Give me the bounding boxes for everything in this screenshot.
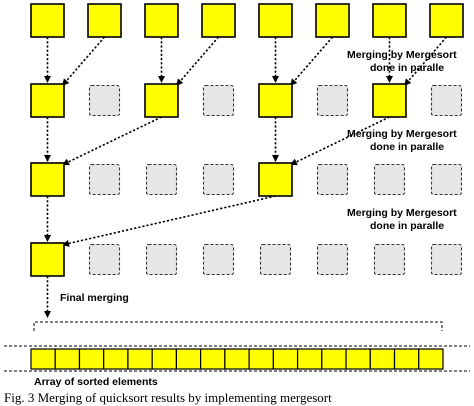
sorted-cell-2 bbox=[78, 348, 105, 370]
merge-label-2-line2: done in paralle bbox=[370, 141, 444, 153]
empty-slot-r2-c5 bbox=[316, 163, 349, 196]
active-node-r1-c0 bbox=[30, 83, 65, 118]
sorted-cell-11 bbox=[296, 348, 323, 370]
sorted-cell-9 bbox=[248, 348, 274, 370]
merge-arrow-1-line bbox=[175, 36, 220, 87]
sorted-cell-13 bbox=[345, 348, 371, 370]
active-node-r0-c2 bbox=[144, 3, 179, 38]
active-node-r0-c5 bbox=[315, 3, 350, 38]
sorted-array-bracket bbox=[33, 321, 443, 331]
vertical-arrow-r2-c0-arrowhead bbox=[44, 235, 51, 242]
sorted-cell-4 bbox=[127, 348, 153, 370]
empty-slot-r3-c7 bbox=[430, 243, 463, 276]
empty-slot-r3-c5 bbox=[316, 243, 349, 276]
sorted-cell-7 bbox=[200, 348, 226, 370]
vertical-arrow-r1-c4-arrowhead bbox=[272, 155, 279, 162]
merge-label-1-line2: done in paralle bbox=[370, 62, 444, 74]
active-node-r2-c0 bbox=[30, 162, 65, 197]
active-node-r0-c3 bbox=[201, 3, 236, 38]
merge-label-3-line1: Merging by Mergesort bbox=[347, 207, 457, 219]
merge-arrow-6-line bbox=[61, 195, 276, 246]
merge-label-1-line1: Merging by Mergesort bbox=[347, 49, 457, 61]
empty-slot-r3-c3 bbox=[202, 243, 235, 276]
sorted-cell-8 bbox=[224, 348, 250, 370]
active-node-r2-c4 bbox=[258, 162, 293, 197]
merge-arrow-2-line bbox=[289, 36, 334, 87]
sorted-cell-5 bbox=[151, 348, 178, 370]
nodes-layer bbox=[30, 3, 464, 277]
merge-label-3-line2: done in paralle bbox=[370, 220, 444, 232]
empty-slot-r1-c3 bbox=[202, 84, 235, 117]
vertical-arrow-r0-c2-arrowhead bbox=[158, 76, 165, 83]
active-node-r1-c2 bbox=[144, 83, 179, 118]
active-node-r0-c4 bbox=[258, 3, 293, 38]
merge-arrow-0-line bbox=[61, 36, 106, 87]
sorted-cell-12 bbox=[321, 348, 347, 370]
sorted-cell-14 bbox=[369, 348, 396, 370]
active-node-r1-c4 bbox=[258, 83, 293, 118]
merge-label-2-line1: Merging by Mergesort bbox=[347, 128, 457, 140]
empty-slot-r3-c1 bbox=[88, 243, 121, 276]
sorted-cell-0 bbox=[30, 348, 56, 370]
empty-slot-r1-c5 bbox=[316, 84, 349, 117]
sorted-cell-16 bbox=[418, 348, 444, 370]
merge-arrow-4-line bbox=[61, 116, 162, 166]
sorted-cell-6 bbox=[175, 348, 202, 370]
figure-caption: Fig. 3 Merging of quicksort results by i… bbox=[4, 390, 332, 405]
final-merge-arrow-arrowhead bbox=[44, 311, 51, 318]
active-node-r0-c6 bbox=[372, 3, 407, 38]
empty-slot-r1-c7 bbox=[430, 84, 463, 117]
sorted-cell-10 bbox=[272, 348, 299, 370]
sorted-cell-15 bbox=[393, 348, 420, 370]
vertical-arrow-r0-c4-arrowhead bbox=[272, 76, 279, 83]
sorted-array-label: Array of sorted elements bbox=[34, 376, 158, 388]
merge-arrow-5-line bbox=[289, 116, 390, 166]
active-node-r1-c6 bbox=[372, 83, 407, 118]
vertical-arrow-r0-c6-arrowhead bbox=[386, 76, 393, 83]
sorted-cell-1 bbox=[54, 348, 81, 370]
active-node-r0-c7 bbox=[429, 3, 464, 38]
vertical-arrow-r1-c0-arrowhead bbox=[44, 155, 51, 162]
final-merging-label: Final merging bbox=[60, 292, 129, 304]
empty-slot-r3-c4 bbox=[259, 243, 292, 276]
vertical-arrow-r0-c0-arrowhead bbox=[44, 76, 51, 83]
empty-slot-r3-c6 bbox=[373, 243, 406, 276]
sorted-array bbox=[30, 348, 444, 370]
empty-slot-r2-c7 bbox=[430, 163, 463, 196]
empty-slot-r2-c3 bbox=[202, 163, 235, 196]
empty-slot-r3-c2 bbox=[145, 243, 178, 276]
active-node-r0-c0 bbox=[30, 3, 65, 38]
empty-slot-r2-c2 bbox=[145, 163, 178, 196]
active-node-r0-c1 bbox=[87, 3, 122, 38]
active-node-r3-c0 bbox=[30, 242, 65, 277]
sorted-cell-3 bbox=[103, 348, 129, 370]
empty-slot-r2-c1 bbox=[88, 163, 121, 196]
empty-slot-r2-c6 bbox=[373, 163, 406, 196]
empty-slot-r1-c1 bbox=[88, 84, 121, 117]
